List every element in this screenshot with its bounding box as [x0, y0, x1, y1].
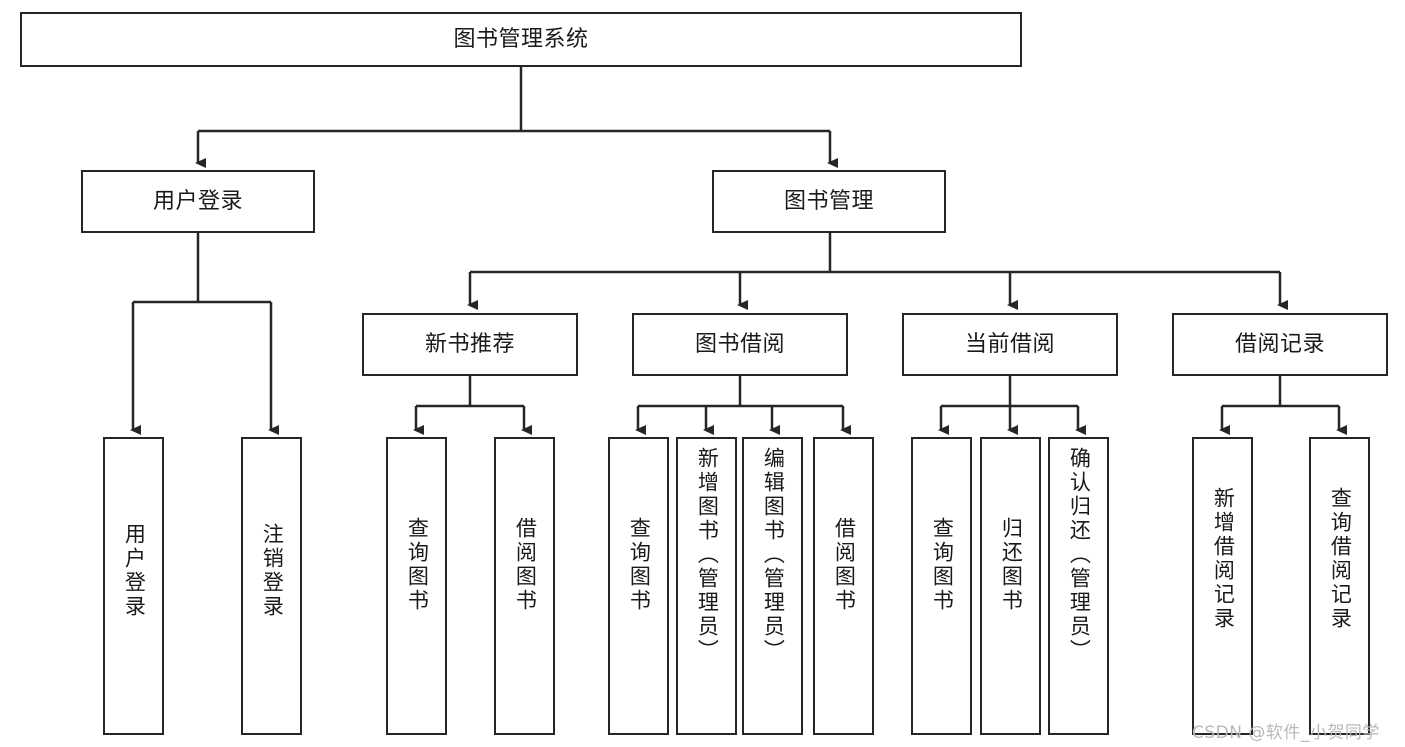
csdn-watermark: CSDN @软件_小贺同学 — [1192, 723, 1380, 743]
node-root-book-management-system[interactable]: 图书管理系统 — [20, 12, 1022, 67]
node-label: 借阅记录 — [1234, 331, 1325, 357]
node-label: 用户登录 — [152, 188, 243, 214]
node-label: 图书借阅 — [694, 331, 785, 357]
leaf-add-book[interactable]: 新增图书（管理员） — [676, 437, 737, 735]
leaf-label: 新增图书（管理员） — [695, 447, 720, 663]
leaf-label: 查询图书 — [627, 517, 652, 613]
leaf-label: 编辑图书（管理员） — [761, 447, 786, 663]
node-label: 当前借阅 — [964, 331, 1055, 357]
node-new-book-recommend[interactable]: 新书推荐 — [362, 313, 578, 376]
node-book-borrow[interactable]: 图书借阅 — [632, 313, 848, 376]
leaf-query-book-1[interactable]: 查询图书 — [386, 437, 447, 735]
leaf-user-login[interactable]: 用户登录 — [103, 437, 164, 735]
node-current-borrow[interactable]: 当前借阅 — [902, 313, 1118, 376]
leaf-borrow-book-2[interactable]: 借阅图书 — [813, 437, 874, 735]
leaf-return-book[interactable]: 归还图书 — [980, 437, 1041, 735]
leaf-label: 用户登录 — [122, 523, 147, 619]
leaf-label: 新增借阅记录 — [1211, 487, 1236, 631]
leaf-label: 查询图书 — [405, 517, 430, 613]
node-label: 图书管理系统 — [453, 26, 589, 52]
node-book-manage[interactable]: 图书管理 — [712, 170, 946, 233]
leaf-confirm-return[interactable]: 确认归还（管理员） — [1048, 437, 1109, 735]
node-label: 新书推荐 — [424, 331, 515, 357]
node-label: 图书管理 — [783, 188, 874, 214]
leaf-query-book-3[interactable]: 查询图书 — [911, 437, 972, 735]
node-user-login[interactable]: 用户登录 — [81, 170, 315, 233]
leaf-label: 借阅图书 — [513, 517, 538, 613]
leaf-label: 注销登录 — [260, 523, 285, 619]
leaf-label: 查询图书 — [930, 517, 955, 613]
leaf-add-record[interactable]: 新增借阅记录 — [1192, 437, 1253, 735]
leaf-label: 确认归还（管理员） — [1067, 447, 1092, 663]
leaf-borrow-book-1[interactable]: 借阅图书 — [494, 437, 555, 735]
node-borrow-record[interactable]: 借阅记录 — [1172, 313, 1388, 376]
leaf-logout-login[interactable]: 注销登录 — [241, 437, 302, 735]
leaf-label: 借阅图书 — [832, 517, 857, 613]
leaf-edit-book[interactable]: 编辑图书（管理员） — [742, 437, 803, 735]
leaf-query-book-2[interactable]: 查询图书 — [608, 437, 669, 735]
leaf-query-record[interactable]: 查询借阅记录 — [1309, 437, 1370, 735]
leaf-label: 归还图书 — [999, 517, 1024, 613]
leaf-label: 查询借阅记录 — [1328, 487, 1353, 631]
